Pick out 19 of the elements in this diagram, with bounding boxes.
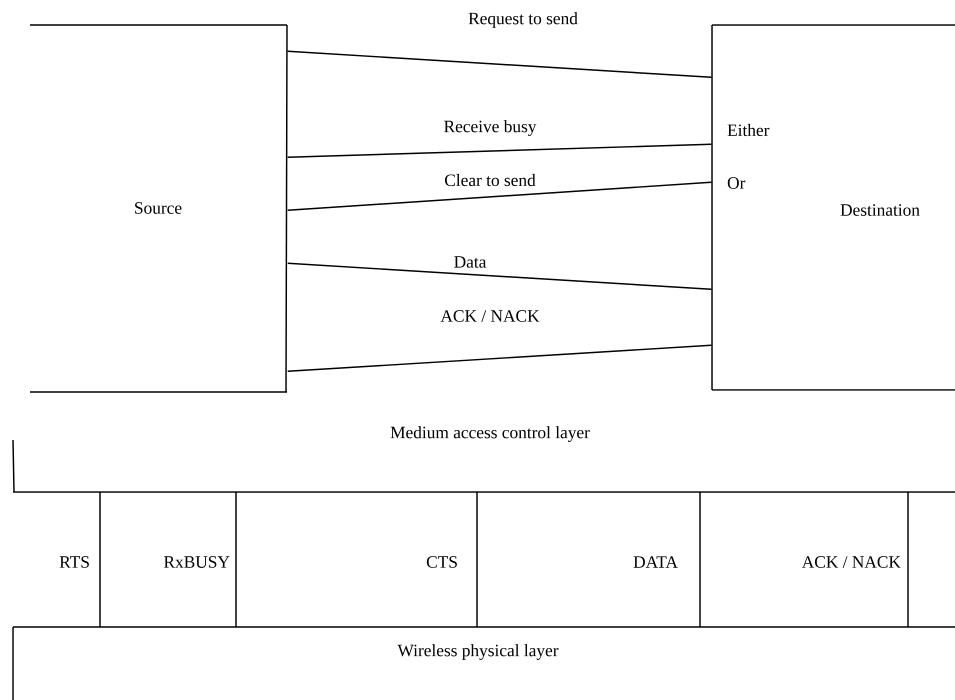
frame-cell: DATA bbox=[634, 492, 701, 627]
connector-line bbox=[288, 144, 712, 158]
edge-label: Request to send bbox=[466, 10, 580, 30]
layer-box: Wireless physical layer bbox=[12, 626, 955, 700]
connector-line bbox=[288, 182, 712, 211]
endpoint-box: Either Or Destination bbox=[711, 24, 955, 391]
connector-line bbox=[288, 50, 712, 78]
frame-cell: ACK / NACK bbox=[802, 492, 909, 627]
connector-line bbox=[288, 262, 712, 290]
frame-cell: RTS bbox=[60, 492, 101, 627]
frame-cell: CTS bbox=[426, 492, 478, 627]
edge-label: ACK / NACK bbox=[439, 308, 541, 324]
frame-cell: RxBUSY bbox=[164, 492, 237, 627]
endpoint-box: Source bbox=[30, 24, 288, 393]
edge-label: Receive busy bbox=[442, 118, 538, 138]
edge-label: Data bbox=[452, 254, 488, 270]
edge-label: Clear to send bbox=[442, 172, 538, 188]
connector-line bbox=[288, 344, 712, 372]
layer-band: Medium access control layer bbox=[12, 426, 955, 493]
